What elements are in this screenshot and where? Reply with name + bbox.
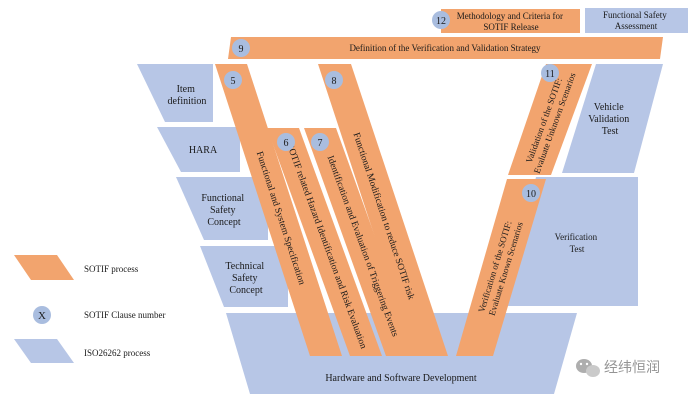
svg-text:9: 9 xyxy=(239,44,244,55)
svg-text:8: 8 xyxy=(332,76,337,87)
vehicle-validation-test-block xyxy=(562,64,663,173)
watermark: 经纬恒润 xyxy=(576,359,660,377)
svg-text:11: 11 xyxy=(545,69,555,80)
legend-iso-swatch xyxy=(14,339,74,363)
legend: SOTIF process X SOTIF Clause number ISO2… xyxy=(14,255,166,363)
svg-text:12: 12 xyxy=(436,16,446,27)
functional-safety-assessment-label: Functional Safety Assessment xyxy=(603,10,669,31)
wechat-icon xyxy=(576,359,600,377)
hardware-software-development-label: Hardware and Software Development xyxy=(325,373,477,384)
badge-clause-9: 9 xyxy=(232,39,250,57)
clause-5-specification-block xyxy=(215,64,342,356)
badge-clause-6: 6 xyxy=(277,133,295,151)
technical-safety-concept-block xyxy=(200,246,288,307)
legend-sotif-label: SOTIF process xyxy=(84,264,139,274)
functional-safety-assessment-block xyxy=(585,8,688,33)
technical-safety-concept-label: Technical Safety Concept xyxy=(225,261,266,296)
hara-label: HARA xyxy=(189,145,218,156)
verification-test-label: Verification Test xyxy=(555,232,600,254)
svg-text:10: 10 xyxy=(526,189,536,200)
legend-iso-label: ISO26262 process xyxy=(84,348,151,358)
svg-text:7: 7 xyxy=(318,138,323,149)
legend-clause-label: SOTIF Clause number xyxy=(84,310,166,320)
legend-clause-symbol: X xyxy=(38,310,46,322)
svg-text:6: 6 xyxy=(284,138,289,149)
clause-8-modification-block xyxy=(318,64,448,356)
legend-sotif-swatch xyxy=(14,255,74,280)
functional-safety-concept-block xyxy=(176,177,268,240)
svg-text:5: 5 xyxy=(231,76,236,87)
badge-clause-12: 12 xyxy=(432,11,450,29)
badge-clause-11: 11 xyxy=(541,64,559,82)
badge-clause-8: 8 xyxy=(325,71,343,89)
clause-12-release-block xyxy=(441,9,580,33)
clause-11-validation-block xyxy=(508,64,592,175)
badge-clause-7: 7 xyxy=(311,133,329,151)
clause-9-strategy-label: Definition of the Verification and Valid… xyxy=(349,43,541,53)
item-definition-block xyxy=(137,64,213,122)
clause-6-hazard-block xyxy=(267,128,382,356)
vehicle-validation-test-label: Vehicle Validation Test xyxy=(588,102,632,137)
watermark-text: 经纬恒润 xyxy=(604,360,660,376)
legend-clause-swatch xyxy=(33,306,51,324)
verification-test-block xyxy=(505,177,638,306)
clause-9-strategy-block xyxy=(228,37,663,59)
item-definition-label: Item definition xyxy=(168,84,207,107)
functional-safety-concept-label: Functional Safety Concept xyxy=(201,193,246,228)
badge-clause-5: 5 xyxy=(224,71,242,89)
badge-clause-10: 10 xyxy=(522,184,540,202)
clause-10-verification-block xyxy=(456,179,546,356)
clause-12-release-label: Methodology and Criteria for SOTIF Relea… xyxy=(457,11,565,32)
clause-7-triggering-block xyxy=(304,128,418,356)
hara-block xyxy=(157,127,240,172)
